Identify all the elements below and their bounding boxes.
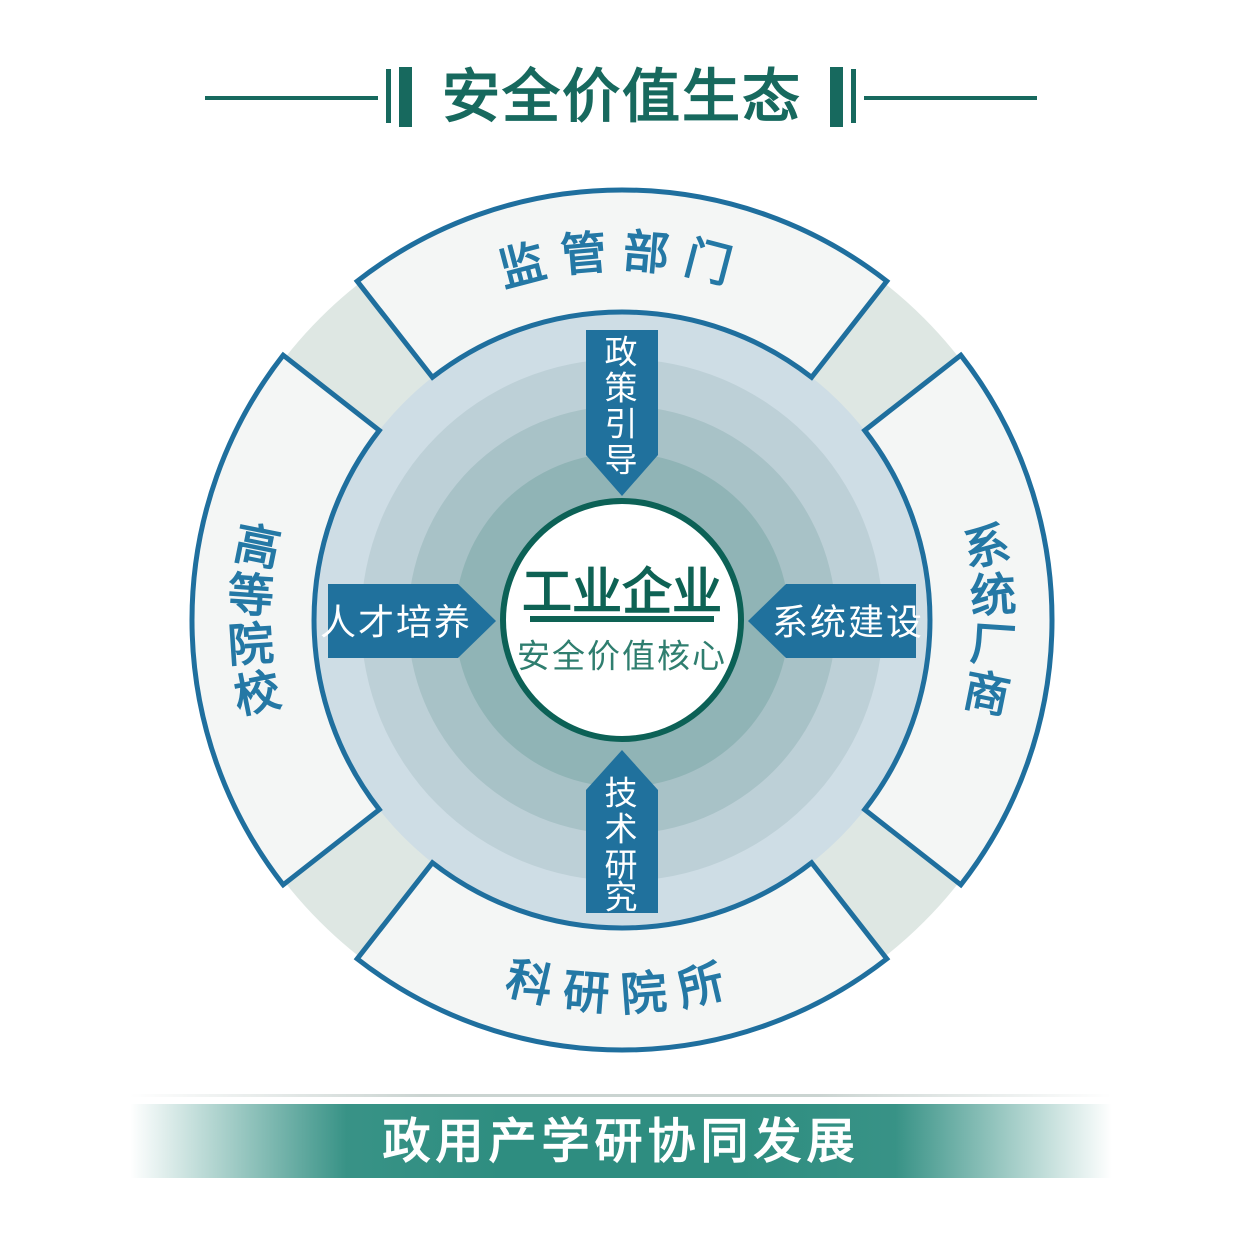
arrow-bottom-shape bbox=[586, 750, 658, 913]
segment-bottom bbox=[353, 859, 891, 1053]
page-title: 安全价值生态 bbox=[442, 65, 802, 130]
arrow-left-shape bbox=[328, 584, 496, 658]
title-rule-right bbox=[864, 96, 1037, 100]
svg-text:系: 系 bbox=[959, 516, 1014, 576]
svg-text:术: 术 bbox=[605, 811, 640, 848]
segment-left bbox=[189, 351, 383, 889]
title-bar-thick-right bbox=[830, 67, 843, 127]
title-bar-thin-right bbox=[851, 69, 856, 123]
svg-text:政: 政 bbox=[605, 334, 640, 371]
ring-label-right: 系 统 厂 商 bbox=[959, 516, 1018, 723]
segment-top bbox=[353, 187, 891, 381]
svg-text:究: 究 bbox=[605, 879, 640, 916]
svg-text:研: 研 bbox=[605, 847, 640, 884]
outer-ring-segments bbox=[189, 187, 1055, 1053]
segment-right bbox=[861, 351, 1055, 889]
svg-text:导: 导 bbox=[605, 442, 640, 479]
arrow-bottom: 技 术 研 究 bbox=[586, 750, 658, 916]
svg-text:等: 等 bbox=[226, 568, 275, 623]
svg-text:人才培养: 人才培养 bbox=[320, 602, 472, 643]
arrow-top: 政 策 引 导 bbox=[586, 330, 658, 496]
ring-label-left: 高 等 院 校 bbox=[226, 516, 285, 723]
center-title: 工业企业 bbox=[522, 564, 722, 620]
svg-text:引: 引 bbox=[605, 406, 640, 443]
arrow-left: 人才培养 bbox=[320, 584, 496, 658]
title-bar-thin-left bbox=[386, 69, 391, 123]
bottom-banner: 政用产学研协同发展 bbox=[130, 1094, 1112, 1178]
arrow-right: 系统建设 bbox=[748, 584, 924, 658]
title-bar-thick-left bbox=[399, 67, 412, 127]
banner-band bbox=[130, 1104, 1112, 1178]
svg-text:校: 校 bbox=[230, 663, 285, 723]
arrow-right-shape bbox=[748, 584, 916, 658]
banner-text: 政用产学研协同发展 bbox=[382, 1116, 859, 1169]
title-rule-left bbox=[205, 96, 378, 100]
arrow-top-shape bbox=[586, 330, 658, 496]
svg-text:高: 高 bbox=[230, 516, 285, 576]
inner-arrows: 政 策 引 导 技 术 研 究 人才培养 系统建设 bbox=[320, 330, 924, 916]
page-title-block: 安全价值生态 bbox=[205, 65, 1037, 130]
svg-text:院: 院 bbox=[226, 617, 275, 672]
banner-top-hairline bbox=[130, 1094, 1112, 1097]
svg-text:策: 策 bbox=[605, 370, 640, 407]
center-subtitle: 安全价值核心 bbox=[517, 638, 727, 675]
svg-text:技: 技 bbox=[605, 775, 640, 812]
center-title-underline bbox=[530, 616, 714, 622]
svg-text:厂: 厂 bbox=[969, 617, 1018, 672]
svg-text:系统建设: 系统建设 bbox=[772, 602, 924, 643]
svg-text:统: 统 bbox=[969, 568, 1018, 623]
svg-text:商: 商 bbox=[959, 663, 1014, 723]
center-core: 工业企业 安全价值核心 bbox=[500, 498, 744, 742]
